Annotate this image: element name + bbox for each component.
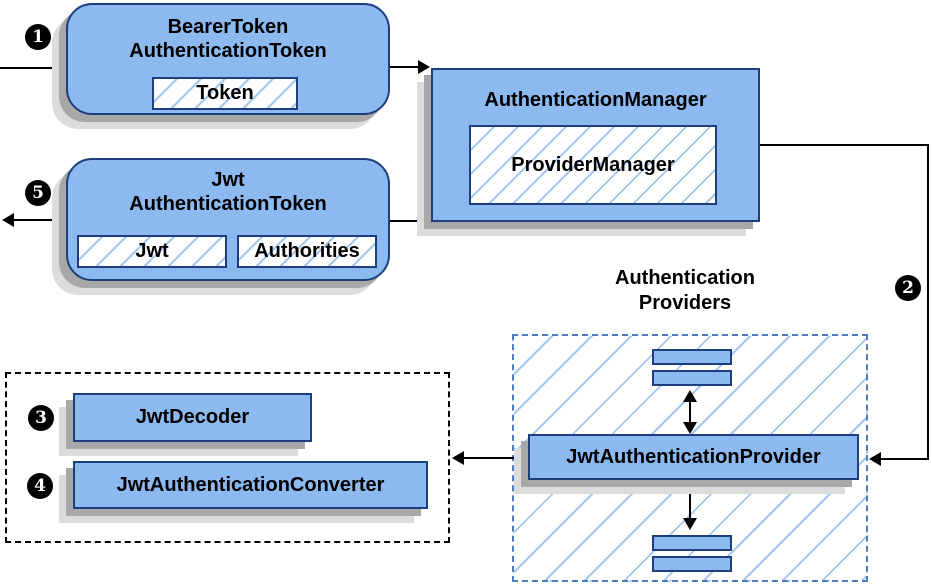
provider-placeholder-bar	[652, 535, 732, 551]
jwt-authentication-provider-node: JwtAuthenticationProvider	[528, 434, 859, 480]
authentication-providers-label-line2: Providers	[638, 292, 732, 314]
token-chip: Token	[152, 77, 298, 110]
jwt-chip: Jwt	[77, 235, 227, 268]
bearer-to-manager-arrow	[390, 60, 430, 74]
provider-upper-double-arrow	[683, 390, 697, 434]
provider-placeholder-bar	[652, 556, 732, 572]
step-3-badge: 3	[28, 405, 54, 431]
jwt-decoder-node: JwtDecoder	[73, 393, 312, 442]
jwt-authentication-converter-node: JwtAuthenticationConverter	[73, 461, 428, 509]
authentication-manager-title: AuthenticationManager	[484, 89, 707, 111]
authentication-manager-node: AuthenticationManager ProviderManager	[431, 68, 760, 222]
bearer-token-title-line1: BearerToken	[167, 16, 289, 38]
bearer-token-title-line2: AuthenticationToken	[129, 40, 327, 62]
authentication-providers-label: Authentication Providers	[560, 266, 810, 316]
step-1-badge: 1	[25, 24, 51, 50]
jwt-authentication-token-node: Jwt AuthenticationToken Jwt Authorities	[66, 158, 390, 281]
bearer-token-node-title: BearerToken AuthenticationToken	[68, 5, 388, 63]
step-4-badge: 4	[27, 473, 53, 499]
bearer-token-authentication-token-node: BearerToken AuthenticationToken Token	[66, 3, 390, 115]
provider-placeholder-bar	[652, 370, 732, 386]
jwt-collaborators-container	[5, 372, 450, 543]
outgoing-result-arrow	[2, 213, 66, 227]
authorities-chip: Authorities	[237, 235, 377, 268]
jwt-token-title-line1: Jwt	[211, 169, 245, 191]
step-2-badge: 2	[895, 275, 921, 301]
manager-to-provider-arrow	[760, 144, 929, 466]
provider-placeholder-bar	[652, 349, 732, 365]
provider-to-decoder-arrow	[452, 451, 526, 465]
step-5-badge: 5	[25, 180, 51, 206]
authentication-providers-label-line1: Authentication	[615, 267, 755, 289]
jwt-token-node-title: Jwt AuthenticationToken	[68, 160, 388, 216]
provider-manager-chip: ProviderManager	[469, 125, 717, 205]
provider-lower-double-arrow	[683, 482, 697, 530]
jwt-token-title-line2: AuthenticationToken	[129, 193, 327, 215]
